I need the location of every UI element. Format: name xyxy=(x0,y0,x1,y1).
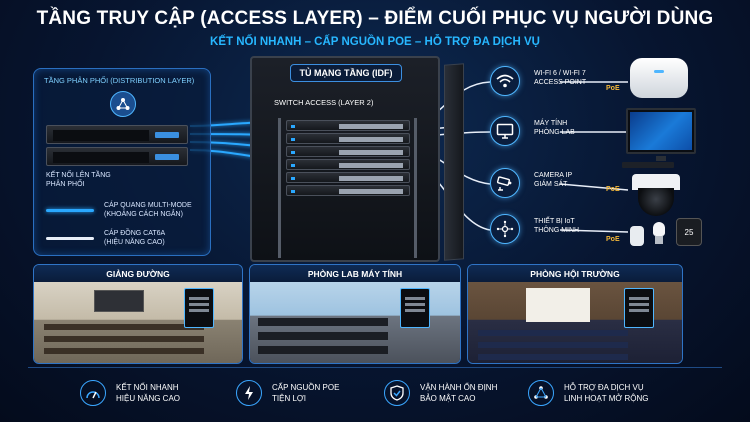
smart-bulb xyxy=(653,222,665,236)
idf-rack: TỦ MẠNG TẦNG (IDF) SWITCH ACCESS (LAYER … xyxy=(250,56,464,262)
desktop-monitor xyxy=(626,108,696,154)
dome-camera-lens xyxy=(638,188,674,216)
shield-check-icon xyxy=(384,380,410,406)
page-subtitle: KẾT NỐI NHANH – CẤP NGUỒN POE – HỖ TRỢ Đ… xyxy=(210,36,540,48)
legend-swatch-copper xyxy=(46,236,94,240)
access-switch xyxy=(286,185,410,196)
camera-icon xyxy=(490,168,520,198)
network-icon xyxy=(528,380,554,406)
monitor-stand xyxy=(656,156,666,161)
access-switch xyxy=(286,172,410,183)
mini-rack xyxy=(184,288,214,328)
network-hub-icon xyxy=(110,91,136,117)
distribution-switch xyxy=(46,125,188,144)
smart-sensor xyxy=(630,226,644,246)
access-switch-stack xyxy=(286,120,410,198)
room-auditorium: PHÒNG HỘI TRƯỜNG xyxy=(467,264,683,364)
wifi-icon xyxy=(490,66,520,96)
room-lecture-hall: GIẢNG ĐƯỜNG xyxy=(33,264,243,364)
whiteboard xyxy=(94,290,144,312)
uplink-label: KẾT NỐI LÊN TẦNG PHÂN PHỐI xyxy=(46,172,111,188)
room-title: GIẢNG ĐƯỜNG xyxy=(34,265,242,282)
room-photo xyxy=(468,282,682,363)
rack-door xyxy=(444,63,464,261)
access-switch xyxy=(286,120,410,131)
iot-icon xyxy=(490,214,520,244)
speedometer-icon xyxy=(80,380,106,406)
room-photo xyxy=(250,282,460,363)
page-title: TẦNG TRUY CẬP (ACCESS LAYER) – ĐIỂM CUỐI… xyxy=(36,8,714,29)
keyboard xyxy=(622,162,674,168)
access-point-device xyxy=(630,58,688,98)
smart-thermostat: 25 xyxy=(676,218,702,246)
switch-access-label: SWITCH ACCESS (LAYER 2) xyxy=(274,98,374,107)
rack-rail xyxy=(414,118,417,258)
mini-rack xyxy=(624,288,654,328)
distribution-title: TẦNG PHÂN PHỐI (DISTRIBUTION LAYER) xyxy=(44,76,195,85)
room-photo xyxy=(34,282,242,363)
legend-swatch-fiber xyxy=(46,208,94,212)
room-title: PHÒNG LAB MÁY TÍNH xyxy=(250,265,460,282)
poe-badge: PoE xyxy=(606,236,620,243)
room-title: PHÒNG HỘI TRƯỜNG xyxy=(468,265,682,282)
access-switch xyxy=(286,159,410,170)
projector-screen xyxy=(526,288,590,322)
distribution-switch xyxy=(46,147,188,166)
legend-item-fiber: CÁP QUANG MULTI-MODE (KHOẢNG CÁCH NGẮN) xyxy=(46,201,206,219)
thermostat-reading: 25 xyxy=(684,227,694,237)
poe-badge: PoE xyxy=(606,186,620,193)
idf-label: TỦ MẠNG TẦNG (IDF) xyxy=(290,64,402,82)
access-switch xyxy=(286,146,410,157)
legend-item-copper: CÁP ĐỒNG CAT6A (HIỆU NĂNG CAO) xyxy=(46,229,206,247)
distribution-switch-stack xyxy=(46,125,188,167)
dome-camera-base xyxy=(632,174,680,190)
access-switch xyxy=(286,133,410,144)
mini-rack xyxy=(400,288,430,328)
room-computer-lab: PHÒNG LAB MÁY TÍNH xyxy=(249,264,461,364)
cable-legend: CÁP QUANG MULTI-MODE (KHOẢNG CÁCH NGẮN) … xyxy=(46,201,206,247)
smart-bulb-base xyxy=(655,236,663,244)
lightning-icon xyxy=(236,380,262,406)
rack-rail xyxy=(278,118,281,258)
distribution-layer-panel: TẦNG PHÂN PHỐI (DISTRIBUTION LAYER) KẾT … xyxy=(33,68,211,256)
monitor-icon xyxy=(490,116,520,146)
poe-badge: PoE xyxy=(606,85,620,92)
